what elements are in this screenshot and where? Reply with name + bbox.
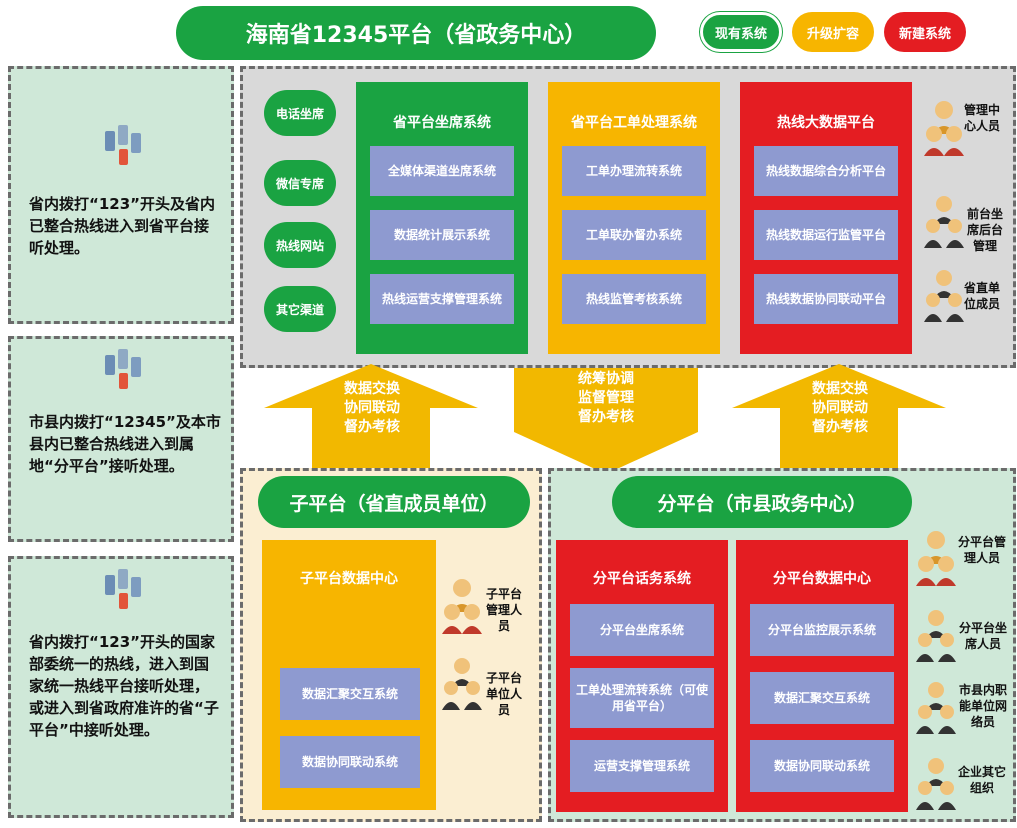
left-panel-provincial: 省内拨打“123”开头及省内已整合热线进入到省平台接听处理。	[8, 66, 234, 324]
column-sub-datacenter: 子平台数据中心 数据汇聚交互系统 数据协同联动系统	[262, 540, 436, 810]
up-arrow-right	[732, 364, 946, 468]
column-branch-datacenter: 分平台数据中心 分平台监控展示系统 数据汇聚交互系统 数据协同联动系统	[736, 540, 908, 812]
platform-title-text: 海南省12345平台（省政务中心）	[245, 23, 587, 48]
manager-people-icon	[916, 531, 956, 586]
channel-wechat: 微信专席	[264, 160, 336, 206]
arrow-right-text: 数据交换协同联动督办考核	[812, 381, 868, 435]
phone-icon	[105, 349, 141, 389]
subsystem-box: 分平台坐席系统	[570, 604, 714, 656]
subsystem-box: 数据汇聚交互系统	[280, 668, 420, 720]
branch-platform-title-text: 分平台（市县政务中心）	[657, 492, 867, 515]
column-seat-system: 省平台坐席系统 全媒体渠道坐席系统 数据统计展示系统 热线运营支撑管理系统	[356, 82, 528, 354]
left-panel-county-text: 市县内拨打“12345”及本市县内已整合热线进入到属地“分平台”接听处理。	[29, 413, 221, 475]
manager-people-icon	[442, 579, 482, 634]
subsystem-box: 数据汇聚交互系统	[750, 672, 894, 724]
subsystem-box: 数据协同联动系统	[280, 736, 420, 788]
staff-people-icon	[916, 758, 956, 810]
subsystem-box: 热线数据协同联动平台	[754, 274, 898, 324]
channel-web: 热线网站	[264, 222, 336, 268]
role-label: 分平台坐席人员	[958, 621, 1007, 651]
subsystem-box: 全媒体渠道坐席系统	[370, 146, 514, 196]
legend-new: 新建系统	[884, 12, 966, 52]
left-panel-national-text: 省内拨打“123”开头的国家部委统一的热线，进入到国家统一热线平台接听处理，或进…	[29, 633, 219, 739]
column-bigdata-platform-title: 热线大数据平台	[777, 115, 875, 131]
role-label: 省直单位成员	[963, 281, 1000, 311]
left-panel-national: 省内拨打“123”开头的国家部委统一的热线，进入到国家统一热线平台接听处理，或进…	[8, 556, 234, 818]
manager-people-icon	[924, 101, 964, 156]
column-branch-call-system: 分平台话务系统 分平台坐席系统 工单处理流转系统（可使用省平台） 运营支撑管理系…	[556, 540, 728, 812]
column-sub-datacenter-title: 子平台数据中心	[300, 571, 398, 587]
column-branch-call-system-title: 分平台话务系统	[593, 571, 691, 587]
subsystem-box: 热线数据综合分析平台	[754, 146, 898, 196]
role-label: 前台坐席后台管理	[966, 207, 1003, 253]
legend-upgrade-label: 升级扩容	[806, 26, 859, 42]
role-label: 分平台管理人员	[958, 535, 1007, 565]
legend-existing-label: 现有系统	[714, 26, 767, 42]
platform-title: 海南省12345平台（省政务中心）	[176, 6, 656, 60]
subsystem-box: 工单联办督办系统	[562, 210, 706, 260]
staff-people-icon	[916, 682, 956, 734]
left-panel-provincial-text: 省内拨打“123”开头及省内已整合热线进入到省平台接听处理。	[29, 195, 216, 257]
phone-icon	[105, 125, 141, 165]
sub-platform-title: 子平台（省直成员单位）	[258, 476, 530, 528]
column-seat-system-title: 省平台坐席系统	[393, 115, 491, 131]
column-workorder-system-title: 省平台工单处理系统	[571, 115, 697, 131]
phone-icon	[105, 569, 141, 609]
subsystem-box: 热线数据运行监管平台	[754, 210, 898, 260]
column-branch-datacenter-title: 分平台数据中心	[773, 571, 871, 587]
up-arrow-left	[264, 364, 478, 468]
channel-other: 其它渠道	[264, 286, 336, 332]
left-panel-county: 市县内拨打“12345”及本市县内已整合热线进入到属地“分平台”接听处理。	[8, 336, 234, 542]
subsystem-box: 运营支撑管理系统	[570, 740, 714, 792]
staff-people-icon	[924, 196, 964, 248]
column-workorder-system: 省平台工单处理系统 工单办理流转系统 工单联办督办系统 热线监管考核系统	[548, 82, 720, 354]
legend-existing: 现有系统	[700, 12, 782, 52]
role-label: 子平台管理人员	[485, 587, 522, 633]
role-label: 管理中心人员	[963, 103, 1000, 133]
staff-people-icon	[924, 270, 964, 322]
arrow-center-text: 统筹协调监督管理督办考核	[578, 371, 634, 425]
staff-people-icon	[442, 658, 482, 710]
sub-platform-title-text: 子平台（省直成员单位）	[289, 492, 499, 515]
legend-upgrade: 升级扩容	[792, 12, 874, 52]
subsystem-box: 工单办理流转系统	[562, 146, 706, 196]
column-bigdata-platform: 热线大数据平台 热线数据综合分析平台 热线数据运行监管平台 热线数据协同联动平台	[740, 82, 912, 354]
subsystem-box: 热线运营支撑管理系统	[370, 274, 514, 324]
branch-platform-title: 分平台（市县政务中心）	[612, 476, 912, 528]
subsystem-box: 热线监管考核系统	[562, 274, 706, 324]
role-label: 市县内职能单位网络员	[958, 683, 1007, 729]
role-label: 子平台单位人员	[485, 671, 522, 717]
subsystem-box: 数据统计展示系统	[370, 210, 514, 260]
subsystem-box: 分平台监控展示系统	[750, 604, 894, 656]
channel-phone: 电话坐席	[264, 90, 336, 136]
arrow-left-text: 数据交换协同联动督办考核	[344, 381, 400, 435]
subsystem-box: 工单处理流转系统（可使用省平台）	[570, 668, 714, 728]
role-label: 企业其它组织	[958, 765, 1007, 795]
down-arrow-center	[514, 368, 698, 474]
staff-people-icon	[916, 610, 956, 662]
legend-new-label: 新建系统	[898, 26, 951, 42]
subsystem-box: 数据协同联动系统	[750, 740, 894, 792]
